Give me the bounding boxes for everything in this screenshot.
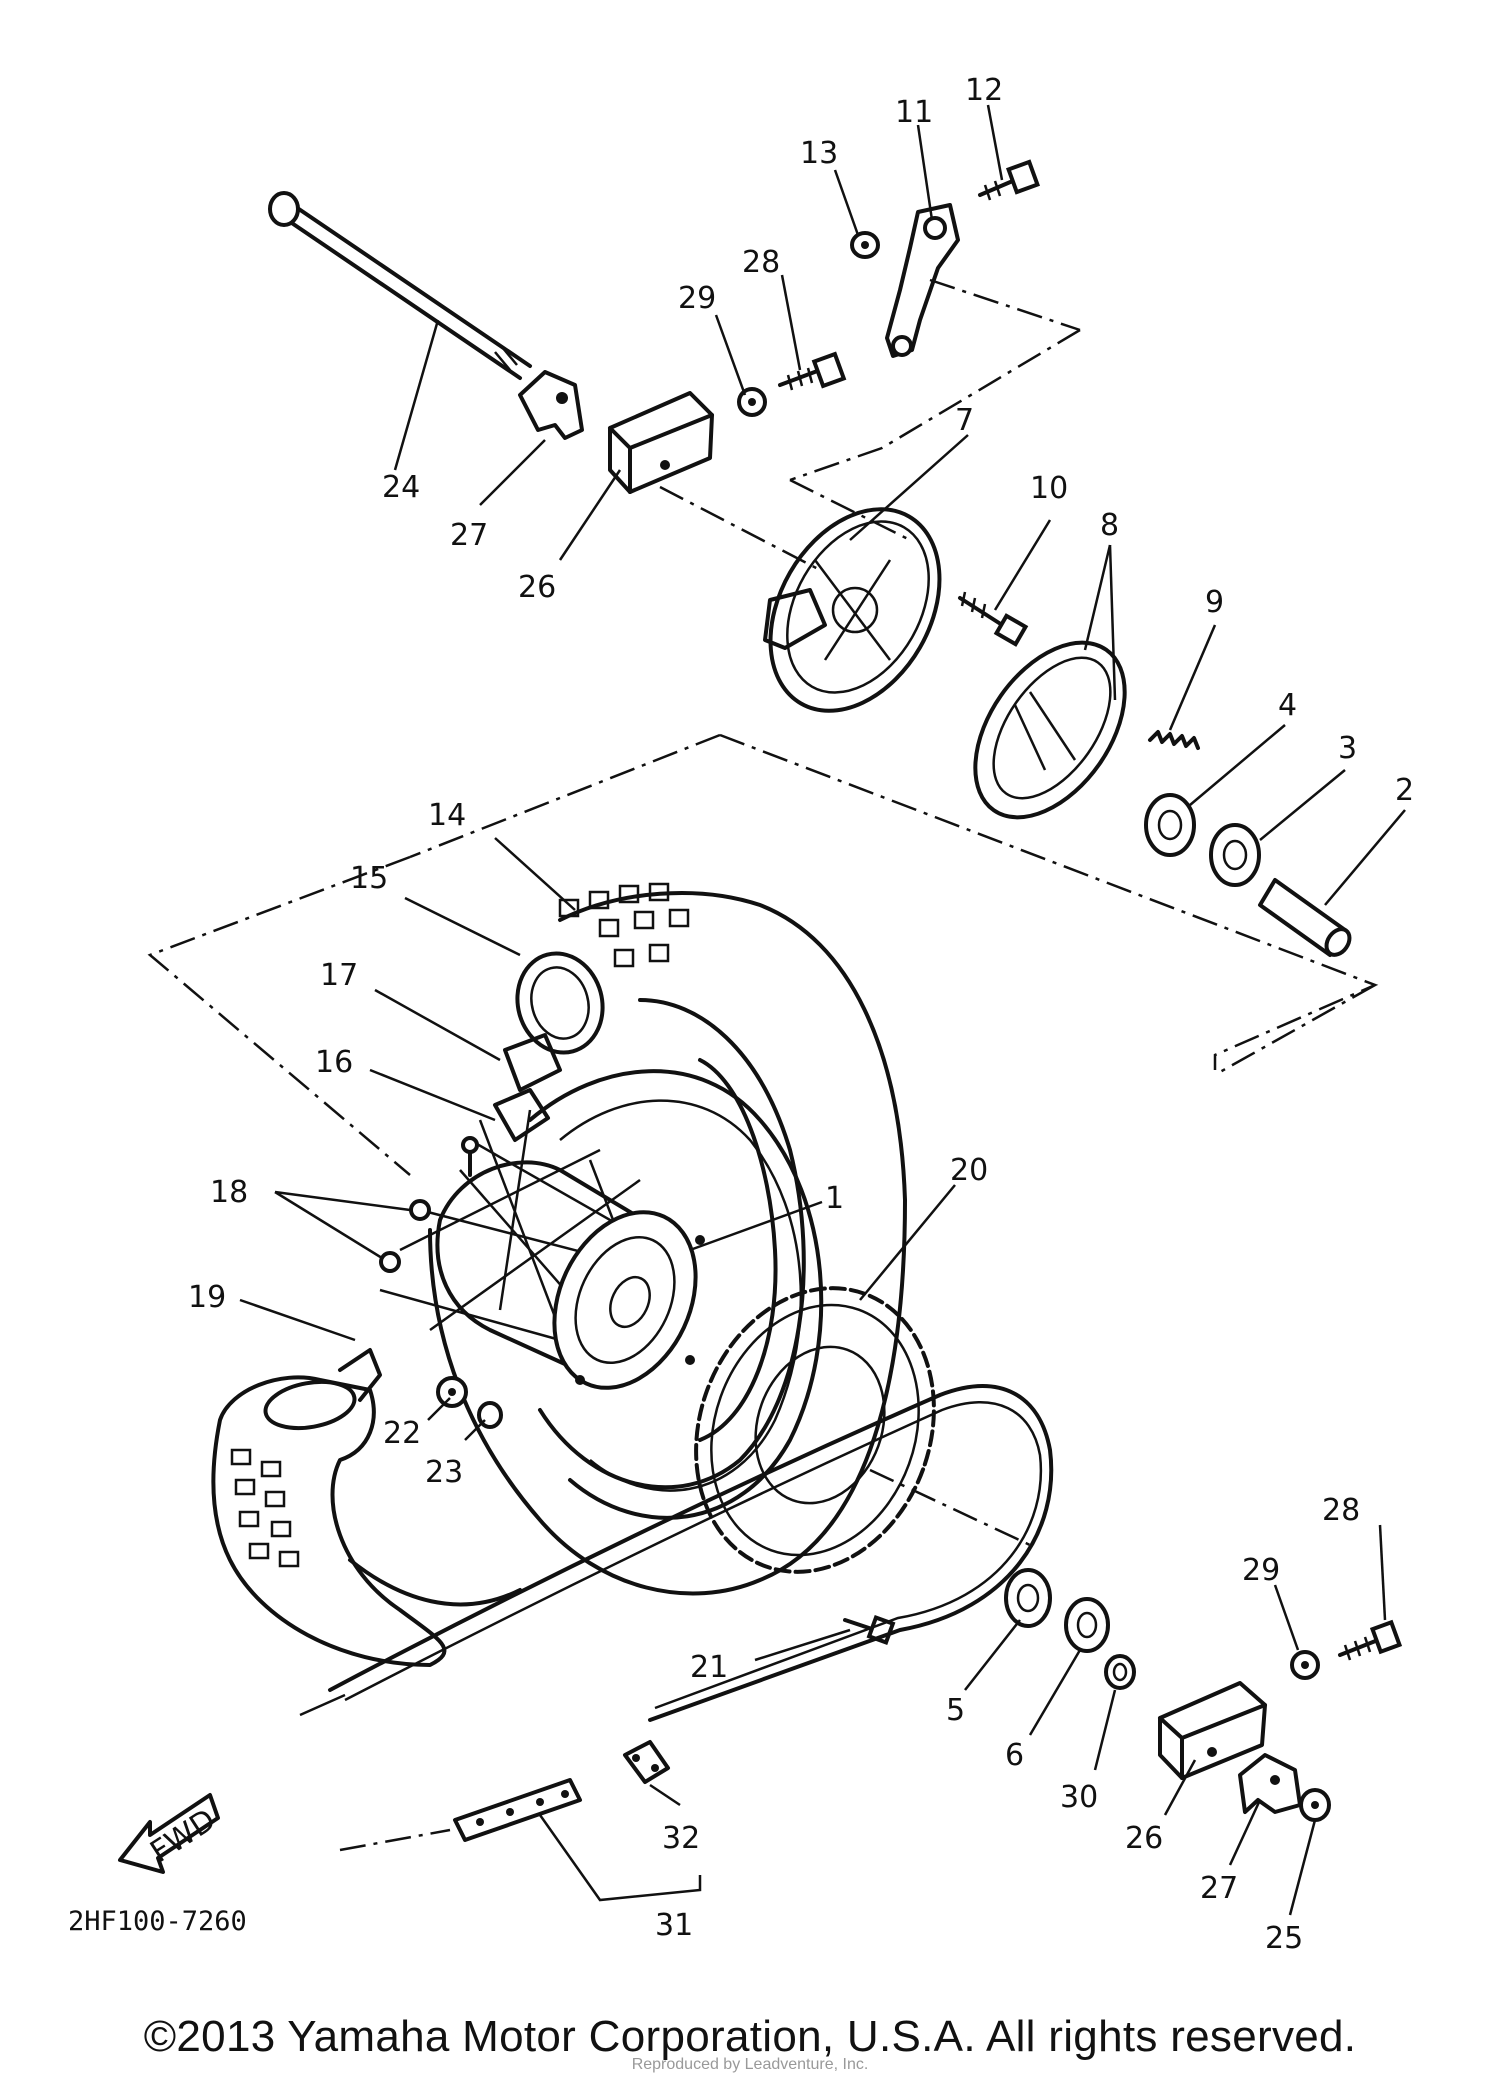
callout-1: 1 bbox=[825, 1181, 844, 1216]
callout-31: 31 bbox=[655, 1908, 693, 1943]
callout-labels: 1 2 3 4 5 6 7 8 9 10 11 12 13 14 15 16 1… bbox=[68, 73, 1414, 1956]
callout-29-right: 29 bbox=[1242, 1553, 1280, 1588]
bolt-28-top bbox=[778, 351, 847, 391]
chain-section-31 bbox=[453, 1778, 702, 1902]
callout-9: 9 bbox=[1205, 585, 1224, 620]
rear-hub-1 bbox=[435, 1160, 705, 1390]
inner-tube-15 bbox=[515, 951, 605, 1055]
brake-shoes-8 bbox=[973, 640, 1127, 820]
collar-2 bbox=[1258, 878, 1352, 957]
brake-camshaft-lever-11 bbox=[885, 203, 960, 358]
bearing-4 bbox=[1144, 793, 1196, 857]
callout-27-right: 27 bbox=[1200, 1871, 1238, 1906]
fwd-arrow-icon: FWD bbox=[118, 1793, 222, 1874]
callout-7: 7 bbox=[955, 403, 974, 438]
brake-shoe-plate-7 bbox=[763, 507, 942, 713]
chain-adjuster-block-26-right bbox=[1158, 1681, 1267, 1780]
rear-axle-24 bbox=[268, 191, 532, 380]
callout-8: 8 bbox=[1100, 508, 1119, 543]
drive-chain bbox=[299, 1384, 1054, 1722]
callout-24: 24 bbox=[382, 470, 420, 505]
callout-29-top: 29 bbox=[678, 281, 716, 316]
rim-lock-16 bbox=[493, 1088, 550, 1142]
watermark-text: Reproduced by Leadventure, Inc. bbox=[631, 2056, 869, 2073]
spring-9 bbox=[1148, 730, 1200, 750]
chain-adjuster-block-26-top bbox=[608, 391, 714, 494]
callout-12: 12 bbox=[965, 73, 1003, 108]
collar-30 bbox=[1104, 1654, 1136, 1690]
rear-wheel-rim bbox=[528, 1069, 824, 1520]
callout-19: 19 bbox=[188, 1280, 226, 1315]
nut-29-top bbox=[737, 387, 767, 417]
nut-29-right bbox=[1290, 1650, 1320, 1680]
callout-6: 6 bbox=[1005, 1738, 1024, 1773]
callout-20: 20 bbox=[950, 1153, 988, 1188]
callout-26-top: 26 bbox=[518, 570, 556, 605]
leader-lines bbox=[239, 104, 1406, 1916]
copyright-notice: ©2013 Yamaha Motor Corporation, U.S.A. A… bbox=[143, 2012, 1357, 2061]
spoke-nipples-18 bbox=[379, 1136, 479, 1273]
callout-26-right: 26 bbox=[1125, 1821, 1163, 1856]
callout-16: 16 bbox=[315, 1045, 353, 1080]
callout-22: 22 bbox=[383, 1416, 421, 1451]
bearing-5 bbox=[1004, 1568, 1052, 1628]
rear-sprocket-20 bbox=[694, 1286, 936, 1574]
callout-27-top: 27 bbox=[450, 518, 488, 553]
reference-lines bbox=[147, 278, 1379, 1852]
diagram-code: 2HF100-7260 bbox=[68, 1906, 247, 1937]
oil-seal-6 bbox=[1064, 1597, 1110, 1653]
chain-adjuster-plate-27-top bbox=[518, 370, 584, 440]
callout-15: 15 bbox=[350, 861, 388, 896]
callout-30: 30 bbox=[1060, 1780, 1098, 1815]
callout-11: 11 bbox=[895, 95, 933, 130]
brake-camshaft-10 bbox=[958, 591, 1029, 647]
nut-25 bbox=[1299, 1788, 1331, 1822]
callout-28-right: 28 bbox=[1322, 1493, 1360, 1528]
callout-21: 21 bbox=[690, 1650, 728, 1685]
bolt-12 bbox=[978, 159, 1041, 201]
callout-4: 4 bbox=[1278, 688, 1297, 723]
callout-3: 3 bbox=[1338, 731, 1357, 766]
callout-14: 14 bbox=[428, 798, 466, 833]
callout-28-top: 28 bbox=[742, 245, 780, 280]
nut-13 bbox=[850, 231, 880, 259]
callout-5: 5 bbox=[946, 1693, 965, 1728]
nut-22 bbox=[436, 1376, 468, 1408]
callout-18: 18 bbox=[210, 1175, 248, 1210]
callout-25: 25 bbox=[1265, 1921, 1303, 1956]
oil-seal-3 bbox=[1209, 823, 1261, 887]
callout-10: 10 bbox=[1030, 471, 1068, 506]
callout-32: 32 bbox=[662, 1821, 700, 1856]
callout-2: 2 bbox=[1395, 773, 1414, 808]
bolt-28-right bbox=[1338, 1619, 1403, 1661]
chain-joint-32 bbox=[623, 1740, 670, 1784]
tire-cross-section-19 bbox=[211, 1348, 522, 1667]
chain-adjuster-plate-27-right bbox=[1238, 1753, 1302, 1814]
rim-band-17 bbox=[503, 1033, 562, 1092]
callout-23: 23 bbox=[425, 1455, 463, 1490]
callout-13: 13 bbox=[800, 136, 838, 171]
callout-17: 17 bbox=[320, 958, 358, 993]
